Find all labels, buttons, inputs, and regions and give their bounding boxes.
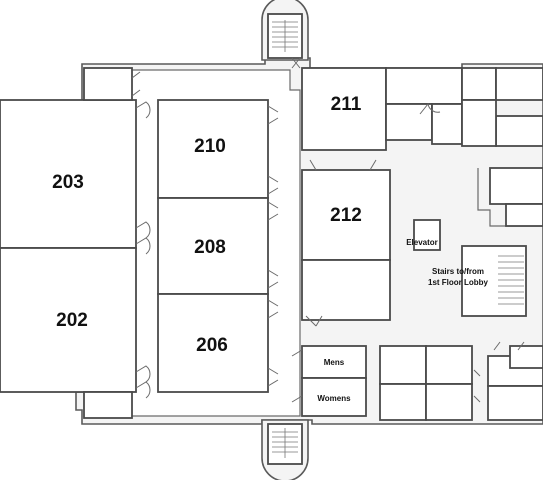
label-room-206: 206 [196, 335, 228, 356]
room-212[interactable] [301, 169, 391, 261]
label-elevator: Elevator [406, 238, 438, 247]
room-202[interactable] [0, 247, 137, 393]
label-womens: Womens [317, 394, 351, 403]
room-208[interactable] [157, 197, 269, 295]
south-stair-tower [261, 419, 309, 480]
room-below-212 [301, 259, 391, 321]
restroom-womens[interactable] [301, 377, 367, 417]
room-203[interactable] [0, 99, 137, 249]
room-sw-corner [83, 391, 133, 419]
north-stair-tower [261, 0, 309, 69]
label-mens: Mens [324, 358, 345, 367]
label-room-211: 211 [331, 94, 362, 115]
room-211[interactable] [301, 67, 387, 151]
room-210[interactable] [157, 99, 269, 199]
label-room-208: 208 [194, 237, 226, 258]
elevator-shaft [413, 219, 441, 251]
label-room-203: 203 [52, 172, 84, 193]
room-nw-corner [83, 67, 133, 101]
ne-room-block [385, 67, 543, 227]
label-stairs-line1: Stairs to/from [432, 267, 484, 276]
label-stairs-line2: 1st Floor Lobby [428, 278, 489, 287]
label-room-210: 210 [194, 136, 226, 157]
room-206[interactable] [157, 293, 269, 393]
label-room-212: 212 [330, 205, 362, 226]
lobby-stairs [461, 245, 527, 317]
door-swings [131, 71, 525, 403]
label-room-202: 202 [56, 310, 88, 331]
se-room-block [379, 345, 543, 421]
